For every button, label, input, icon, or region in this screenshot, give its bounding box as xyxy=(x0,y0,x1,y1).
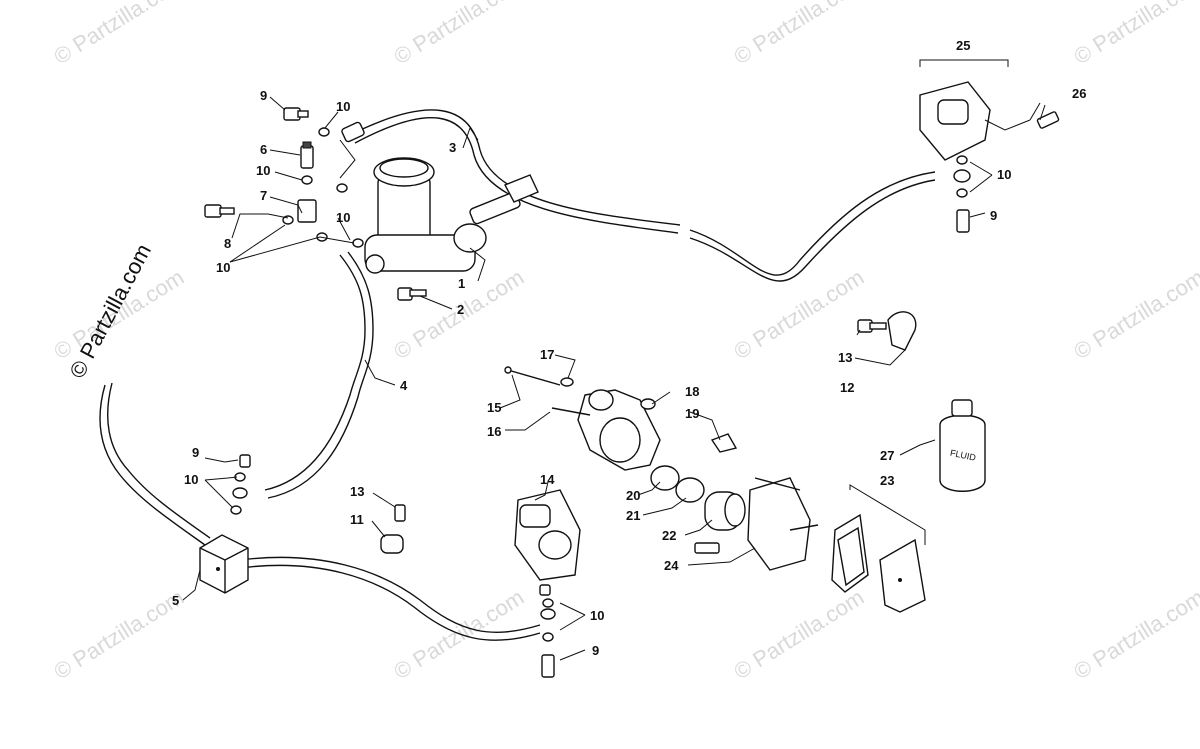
watermark-text: © Partzilla.com xyxy=(389,0,528,69)
callout-12: 12 xyxy=(840,380,854,395)
watermark-text: © Partzilla.com xyxy=(729,0,868,69)
caliper-exploded xyxy=(504,366,819,571)
callout-13-a: 13 xyxy=(838,350,852,365)
callout-18: 18 xyxy=(685,384,699,399)
callout-9-c: 9 xyxy=(192,445,199,460)
callout-27: 27 xyxy=(880,448,894,463)
master-cylinder xyxy=(364,157,539,274)
callout-10-a: 10 xyxy=(336,99,350,114)
callout-21: 21 xyxy=(626,508,640,523)
rear-caliper xyxy=(919,81,1060,233)
callout-6: 6 xyxy=(260,142,267,157)
brake-hoses xyxy=(99,109,936,641)
watermark-text: © Partzilla.com xyxy=(49,584,188,684)
callout-9-d: 9 xyxy=(592,643,599,658)
callout-19: 19 xyxy=(685,406,699,421)
callout-26: 26 xyxy=(1072,86,1086,101)
callout-9-b: 9 xyxy=(990,208,997,223)
watermark-text: © Partzilla.com xyxy=(1069,0,1200,69)
callout-10-g: 10 xyxy=(590,608,604,623)
callout-23: 23 xyxy=(880,473,894,488)
watermark-text: © Partzilla.com xyxy=(1069,264,1200,364)
callout-24: 24 xyxy=(664,558,679,573)
callout-10-c: 10 xyxy=(336,210,350,225)
callout-25: 25 xyxy=(956,38,970,53)
front-caliper xyxy=(514,489,581,678)
callout-8: 8 xyxy=(224,236,231,251)
callout-2: 2 xyxy=(457,302,464,317)
callout-20: 20 xyxy=(626,488,640,503)
callout-5: 5 xyxy=(172,593,179,608)
leader-lines xyxy=(182,59,1046,661)
callout-17: 17 xyxy=(540,347,554,362)
callouts: 1 2 3 4 5 6 7 8 9 9 9 9 10 10 10 10 10 1… xyxy=(172,38,1086,658)
clamps xyxy=(857,311,917,351)
brake-pads xyxy=(831,513,926,613)
callout-1: 1 xyxy=(458,276,465,291)
callout-13-b: 13 xyxy=(350,484,364,499)
callout-4: 4 xyxy=(400,378,408,393)
watermark-text: © Partzilla.com xyxy=(49,0,188,69)
master-fittings xyxy=(204,107,427,301)
callout-10-f: 10 xyxy=(184,472,198,487)
callout-16: 16 xyxy=(487,424,501,439)
callout-10-d: 10 xyxy=(216,260,230,275)
brake-fluid-bottle: FLUID xyxy=(939,399,986,492)
junction-block xyxy=(199,534,249,594)
watermark-text: © Partzilla.com xyxy=(729,584,868,684)
callout-22: 22 xyxy=(662,528,676,543)
watermark-text: © Partzilla.com xyxy=(1069,584,1200,684)
callout-7: 7 xyxy=(260,188,267,203)
callout-11: 11 xyxy=(350,512,364,527)
callout-10-b: 10 xyxy=(256,163,270,178)
callout-10-e: 10 xyxy=(997,167,1011,182)
callout-14: 14 xyxy=(540,472,555,487)
callout-15: 15 xyxy=(487,400,501,415)
callout-3: 3 xyxy=(449,140,456,155)
center-fittings xyxy=(230,454,406,554)
callout-9-a: 9 xyxy=(260,88,267,103)
